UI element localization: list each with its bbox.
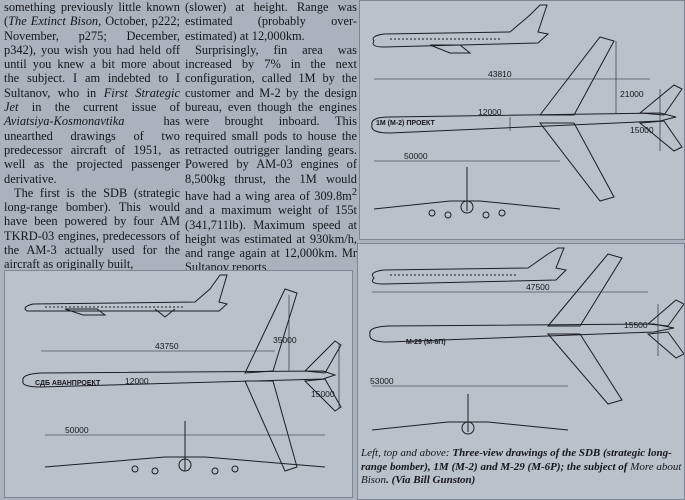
sdb-side-gear: [154, 308, 176, 318]
m29-top-tail-lower: [646, 331, 684, 359]
figure-caption: Left, top and above: Three-view drawings…: [361, 447, 683, 488]
m29-top-wing-lower: [546, 333, 623, 405]
1m-drawing-label: 1М (М-2) ПРОЕКТ: [376, 120, 435, 127]
text-run: and a maximum weight of 155t (341,711lb)…: [185, 203, 357, 275]
sdb-drawing-label: СДБ АВАНПРОЕКТ: [35, 380, 101, 387]
sdb-dim-label: 15000: [311, 389, 335, 399]
article-paragraph: The first is the SDB (strategic long-ran…: [4, 185, 180, 272]
article-column-2: (slower) at height. Range was estimated …: [185, 0, 357, 275]
1m-drawing-svg: 43810 21000 12000 15000 50000 1М (М-2) П…: [371, 4, 683, 219]
1m-dim-label: 43810: [488, 69, 512, 79]
caption-lead: Left, top and above:: [361, 447, 453, 459]
1m-side-fuselage: [372, 4, 550, 48]
1m-top-tail-upper: [638, 84, 683, 116]
citation-title: Aviatsiya-Kosmonavtika: [4, 114, 125, 129]
sdb-drawing-svg: 43750 35000 12000 15000 50000 СДБ АВАНПР…: [22, 274, 342, 475]
m29-side-fuselage: [371, 247, 568, 285]
m29-drawing-svg: 47500 15500 53000 М-29 (М-6П): [369, 247, 684, 435]
1m-dim-label: 50000: [404, 151, 428, 161]
1m-top-wing-lower: [538, 122, 615, 202]
sdb-front-fuselage: [178, 458, 192, 472]
sdb-top-tail-lower: [303, 378, 342, 412]
caption-body: Three-view drawings of the SDB (strategi…: [361, 447, 672, 473]
text-run: has unearthed drawings of two predecesso…: [4, 114, 180, 186]
article-paragraph: (slower) at height. Range was estimated …: [185, 0, 357, 43]
sdb-dim-label: 43750: [155, 341, 179, 351]
1m-front-engines: [428, 209, 506, 219]
m29-front-wing: [371, 421, 569, 431]
m29-dim-label: 47500: [526, 282, 550, 292]
article-paragraph: Surprisingly, fin area was increased by …: [185, 43, 357, 275]
citation-title: First Strategic Jet: [4, 85, 180, 115]
1m-three-view-drawing: 43810 21000 12000 15000 50000 1М (М-2) П…: [359, 0, 685, 240]
sdb-side-fuselage: [24, 274, 229, 312]
m29-dim-label: 15500: [624, 320, 648, 330]
m29-front-fuselage: [461, 421, 475, 435]
text-run: , October, p222; November, p275; Decembe…: [4, 14, 180, 100]
sdb-side-nacelle: [64, 308, 107, 316]
sdb-top-tail-upper: [303, 340, 342, 374]
text-run: Surprisingly, fin area was increased by …: [185, 42, 357, 203]
text-run: in the current issue of: [18, 100, 180, 115]
sdb-front-engines: [131, 465, 239, 475]
text-run: something previously little known (: [4, 0, 180, 29]
sdb-top-fuselage: [22, 370, 337, 388]
1m-top-tail-lower: [638, 120, 683, 152]
sdb-three-view-drawing: 43750 35000 12000 15000 50000 СДБ АВАНПР…: [4, 270, 353, 498]
m29-top-tail-upper: [646, 299, 684, 327]
m29-top-wing-upper: [546, 253, 623, 327]
1m-front-fuselage: [460, 200, 474, 214]
1m-dim-label: 12000: [478, 107, 502, 117]
sdb-dim-label: 12000: [125, 376, 149, 386]
1m-top-wing-upper: [538, 36, 615, 116]
m29-three-view-drawing: 47500 15500 53000 М-29 (М-6П): [357, 243, 685, 500]
1m-side-nacelle: [429, 44, 472, 54]
citation-title: The Extinct Bison: [8, 14, 99, 29]
caption-tail: . (Via Bill Gunston): [386, 474, 476, 487]
sdb-top-wing-lower: [244, 380, 298, 472]
m29-top-fuselage: [369, 323, 675, 343]
article-paragraph: something previously little known (The E…: [4, 0, 180, 186]
caption-subject: More about Bison: [361, 460, 682, 487]
superscript: 2: [351, 186, 357, 198]
1m-dim-label: 15000: [630, 125, 654, 135]
sdb-dim-label: 35000: [273, 335, 297, 345]
m29-drawing-label: М-29 (М-6П): [406, 339, 446, 346]
m29-dim-label: 53000: [370, 376, 394, 386]
article-column-1: something previously little known (The E…: [4, 0, 180, 272]
sdb-top-wing-upper: [244, 288, 298, 374]
sdb-dim-label: 50000: [65, 425, 89, 435]
1m-top-fuselage: [371, 112, 677, 134]
1m-dim-label: 21000: [620, 89, 644, 99]
